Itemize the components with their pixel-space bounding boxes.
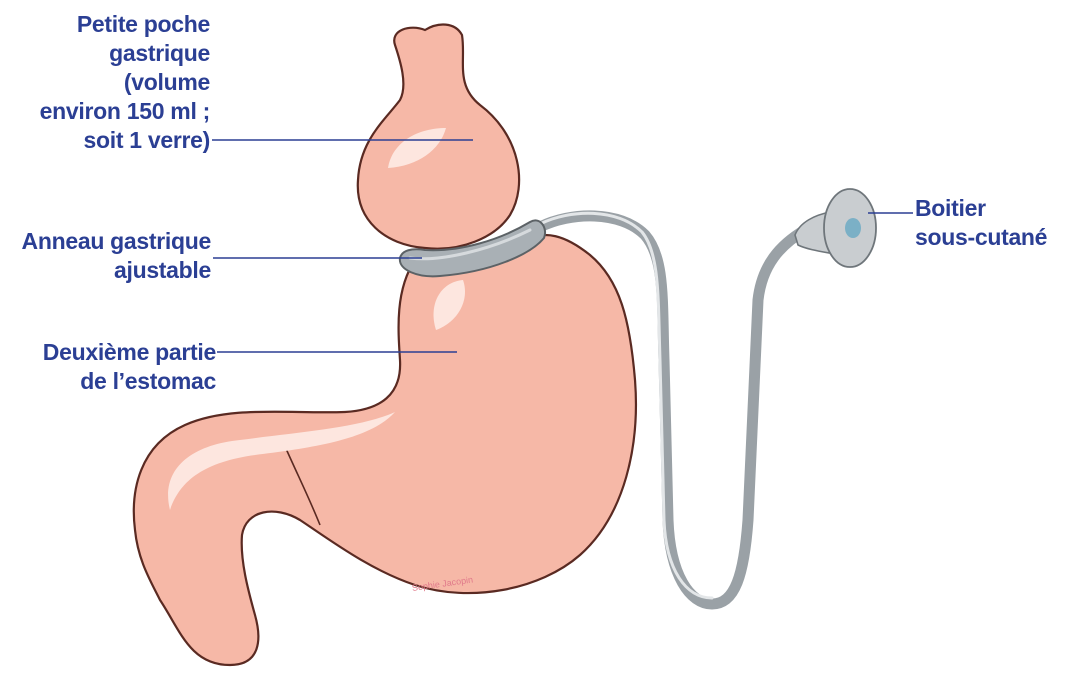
label-line: (volume (10, 68, 210, 97)
label-line: Boitier (915, 194, 1065, 223)
label-line: sous-cutané (915, 223, 1065, 252)
label-subcutaneous-port: Boitier sous-cutané (915, 194, 1065, 252)
label-line: Deuxième partie (10, 338, 216, 367)
label-gastric-band: Anneau gastrique ajustable (10, 227, 211, 285)
label-gastric-pouch: Petite poche gastrique (volume environ 1… (10, 10, 210, 155)
label-line: Petite poche (10, 10, 210, 39)
label-line: environ 150 ml ; (10, 97, 210, 126)
port-septum-icon (845, 218, 861, 238)
label-line: soit 1 verre) (10, 126, 210, 155)
label-line: Anneau gastrique (10, 227, 211, 256)
label-line: ajustable (10, 256, 211, 285)
label-line: de l’estomac (10, 367, 216, 396)
label-stomach-second-part: Deuxième partie de l’estomac (10, 338, 216, 396)
label-line: gastrique (10, 39, 210, 68)
